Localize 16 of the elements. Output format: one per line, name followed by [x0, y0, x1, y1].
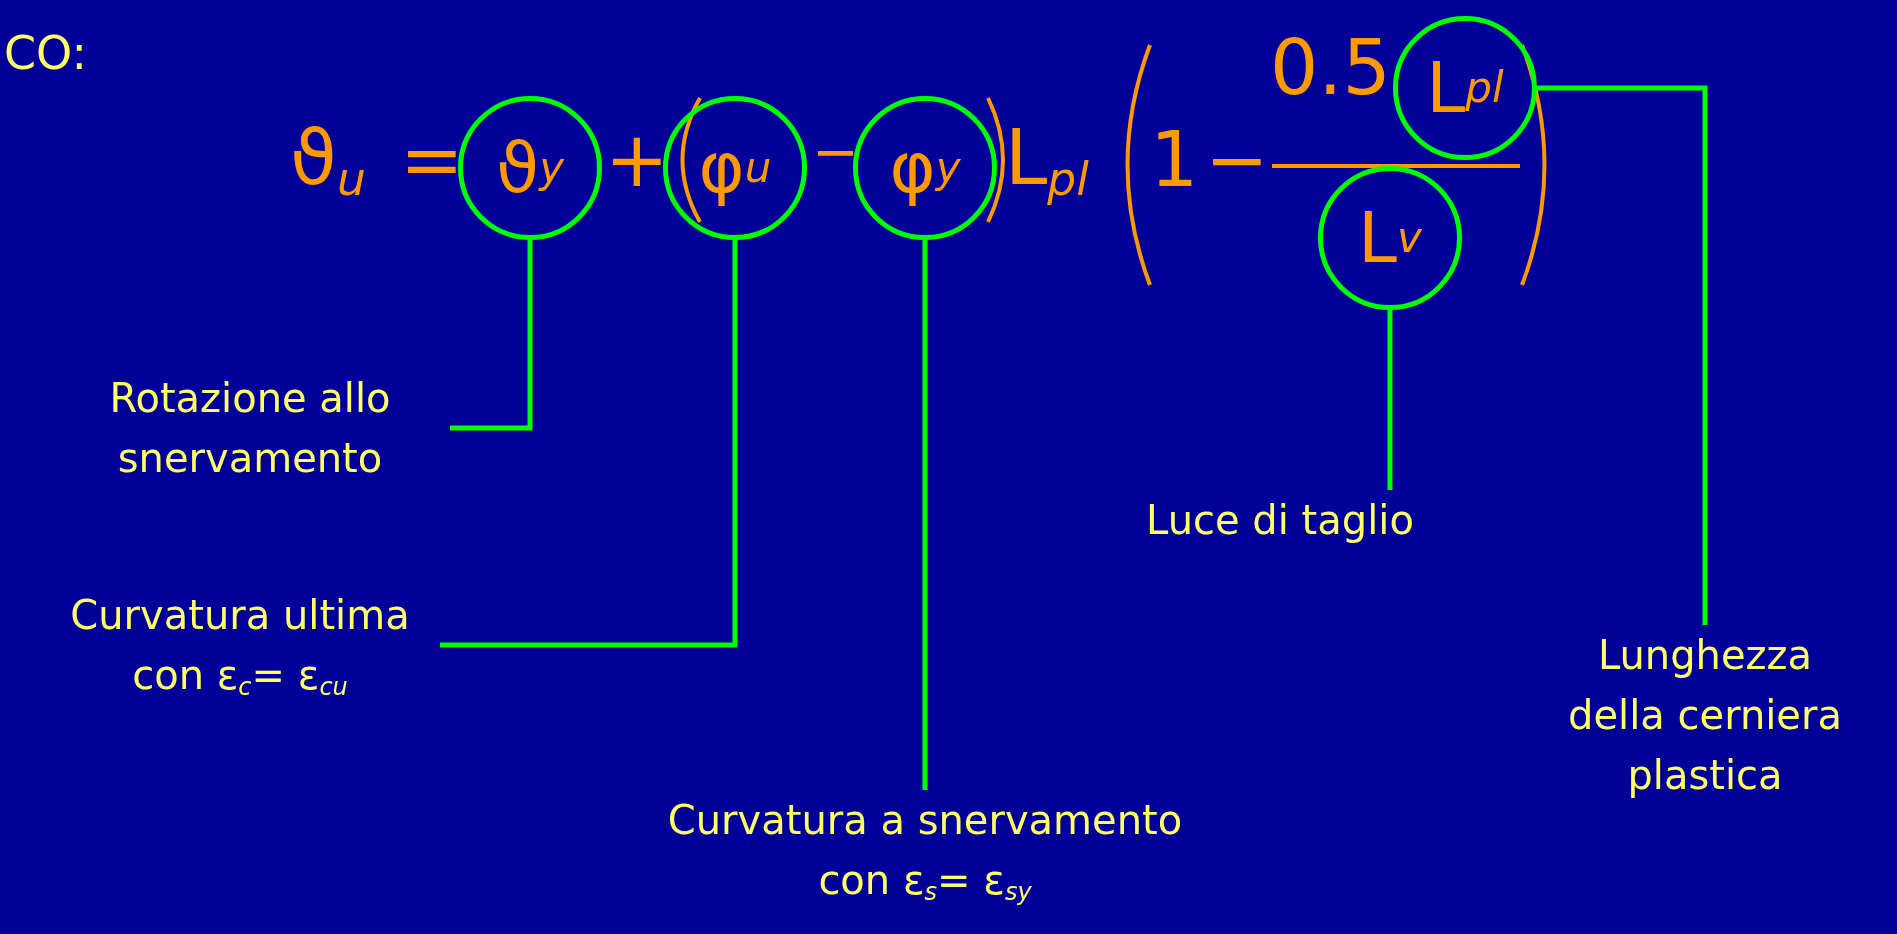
annotation-text: Luce di taglio: [1090, 490, 1470, 550]
leader-line: [440, 240, 738, 648]
formula-symbol: ϑ$_{u}$: [290, 120, 366, 203]
formula-symbol: L$_{pl}$: [1005, 120, 1089, 203]
formula-symbol: 1: [1150, 122, 1199, 198]
leader-line: [1387, 307, 1393, 490]
annotation-text: Curvatura ultima con ε$_{c}$= ε$_{cu}$: [40, 585, 440, 705]
formula-symbol: −: [1205, 122, 1269, 198]
leader-line: [922, 237, 928, 790]
leader-line: [1537, 85, 1708, 625]
formula-symbol: 0.5: [1270, 30, 1391, 106]
leader-line: [450, 240, 533, 431]
heading-text: CO:: [4, 30, 87, 76]
annotation-text: Curvatura a snervamento con ε$_{s}$= ε$_{sy}$: [650, 790, 1200, 910]
annotation-text: Lunghezza della cerniera plastica: [1560, 625, 1850, 805]
annotation-text: Rotazione allo snervamento: [50, 368, 450, 488]
